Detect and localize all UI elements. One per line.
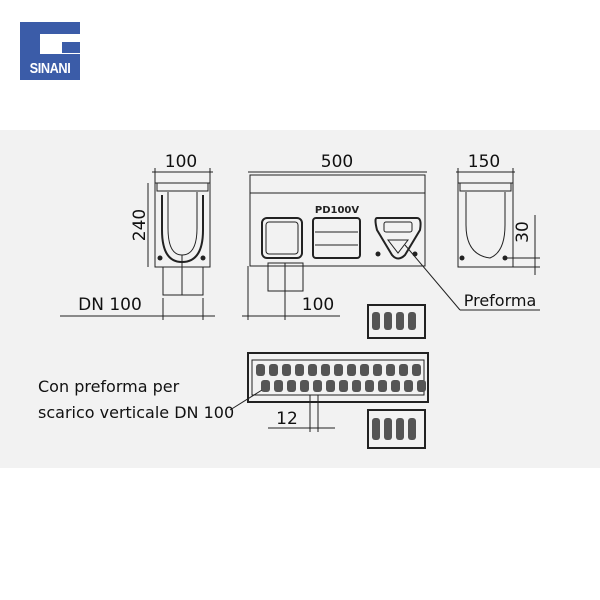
dim-slot: 12 <box>276 409 298 429</box>
grating-slot <box>396 418 404 440</box>
grating-slot <box>256 364 265 376</box>
grating-slot <box>295 364 304 376</box>
dim-outlet: DN 100 <box>78 295 142 315</box>
end-view: 150 30 <box>456 152 540 275</box>
grating-slot <box>308 364 317 376</box>
drawing-background <box>0 130 600 468</box>
dim-front-height: 240 <box>130 209 150 241</box>
grating-slot <box>282 364 291 376</box>
side-elevation-view: 500 PD100V 100 Preforma <box>242 152 540 320</box>
preforma-label: Preforma <box>464 291 537 310</box>
grating-slot <box>412 364 421 376</box>
grating-slot <box>274 380 283 392</box>
grating-slot <box>384 312 392 330</box>
grating-slot <box>269 364 278 376</box>
grating-slot <box>408 418 416 440</box>
grating-slot <box>399 364 408 376</box>
grating-slot <box>339 380 348 392</box>
grating-slot <box>404 380 413 392</box>
cross-section-view: 100 240 DN 100 <box>60 152 215 320</box>
grating-slot <box>321 364 330 376</box>
dim-length: 500 <box>321 152 353 172</box>
grating-slot <box>347 364 356 376</box>
grating-slot <box>378 380 387 392</box>
grating-plan-view: 12 Con preforma per scarico verticale DN… <box>38 304 429 449</box>
grating-slot <box>372 312 380 330</box>
dim-front-width: 100 <box>165 152 197 172</box>
grating-slot <box>372 418 380 440</box>
grating-slot <box>326 380 335 392</box>
grating-slot <box>408 312 416 330</box>
grating-slot <box>386 364 395 376</box>
grating-slot <box>396 312 404 330</box>
grating-slot <box>373 364 382 376</box>
logo-text: SINANI <box>29 60 71 77</box>
grating-slot <box>365 380 374 392</box>
note-line-2: scarico verticale DN 100 <box>38 403 234 422</box>
dim-end-width: 150 <box>468 152 500 172</box>
dim-end-height: 30 <box>513 221 533 243</box>
grating-slot <box>384 418 392 440</box>
sinani-logo: SINANI <box>20 22 80 80</box>
dim-outlet-offset: 100 <box>302 295 334 315</box>
grating-slot <box>417 380 426 392</box>
grating-slot <box>391 380 400 392</box>
grating-slot <box>352 380 361 392</box>
grating-slot <box>313 380 322 392</box>
model-label: PD100V <box>315 205 360 216</box>
grating-slot <box>261 380 270 392</box>
grating-slot <box>360 364 369 376</box>
grating-slot <box>300 380 309 392</box>
grating-slot <box>334 364 343 376</box>
grating-slot <box>287 380 296 392</box>
note-line-1: Con preforma per <box>38 377 180 396</box>
